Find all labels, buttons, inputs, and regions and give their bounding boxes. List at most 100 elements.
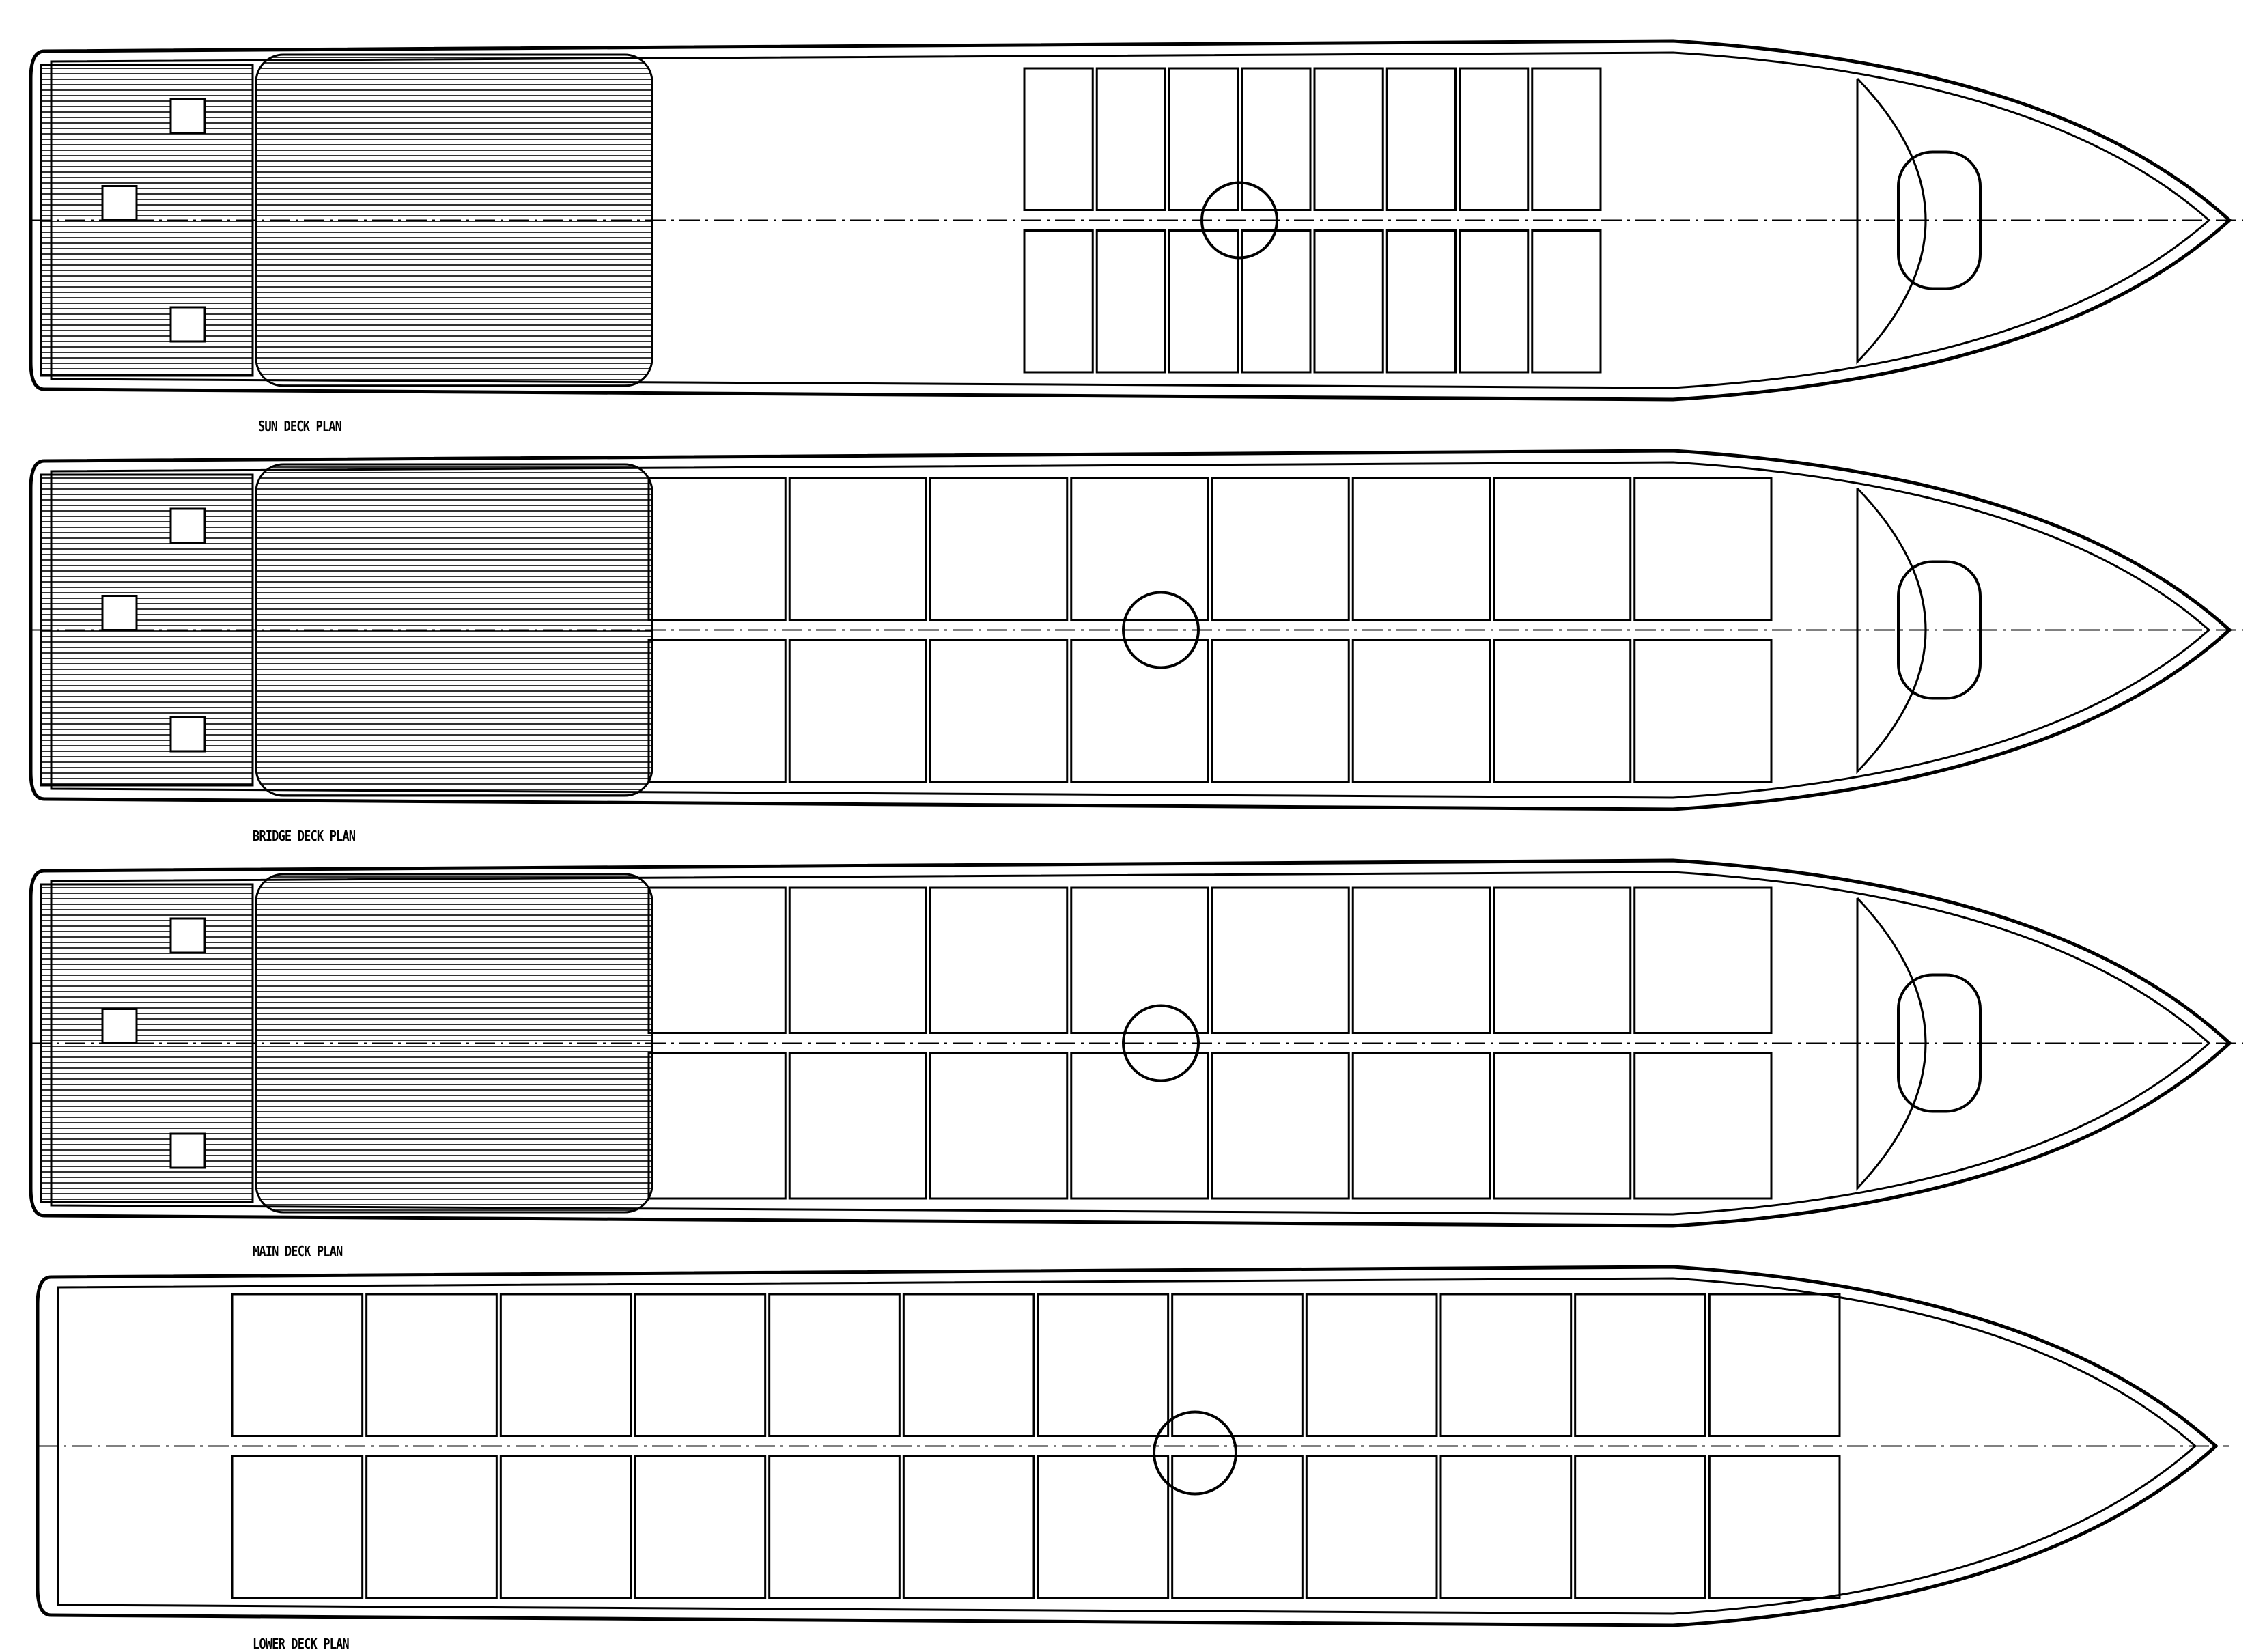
room xyxy=(929,639,1069,783)
room xyxy=(634,1293,767,1437)
room xyxy=(1313,67,1384,211)
feature-circle xyxy=(1122,1004,1200,1082)
room xyxy=(929,1052,1069,1200)
room xyxy=(1439,1455,1573,1599)
room xyxy=(929,886,1069,1034)
room xyxy=(788,886,927,1034)
hatch xyxy=(169,716,206,753)
aft-teak-deck xyxy=(40,883,254,1203)
room xyxy=(1211,477,1350,621)
foredeck xyxy=(1856,487,1927,774)
room xyxy=(634,1455,767,1599)
room xyxy=(1095,229,1166,374)
room xyxy=(1439,1293,1573,1437)
room xyxy=(788,1052,927,1200)
room xyxy=(1531,67,1602,211)
hatch xyxy=(101,185,138,221)
room xyxy=(1633,477,1773,621)
tender xyxy=(1897,973,1982,1113)
room xyxy=(1023,67,1094,211)
room xyxy=(1171,1455,1304,1599)
hull-outline xyxy=(36,1265,2219,1627)
foredeck xyxy=(1856,77,1927,365)
deck-main xyxy=(29,858,2243,1228)
spiral-stair xyxy=(1153,1410,1237,1496)
feature-circle xyxy=(1122,591,1200,669)
hatch xyxy=(101,1008,138,1044)
room xyxy=(768,1455,901,1599)
room xyxy=(1037,1455,1170,1599)
room xyxy=(499,1293,632,1437)
room xyxy=(499,1455,632,1599)
hatch xyxy=(169,306,206,343)
room xyxy=(1385,229,1457,374)
room xyxy=(1493,886,1632,1034)
room xyxy=(929,477,1069,621)
deck-label-sun: SUN DECK PLAN xyxy=(258,418,342,434)
tender xyxy=(1897,560,1982,700)
room xyxy=(902,1293,1035,1437)
room xyxy=(1633,1052,1773,1200)
room xyxy=(1211,639,1350,783)
room xyxy=(365,1293,498,1437)
deck-label-lower: LOWER DECK PLAN xyxy=(253,1636,350,1652)
feature-circle xyxy=(1200,181,1278,260)
room xyxy=(231,1293,364,1437)
teak-deck-area xyxy=(255,873,653,1214)
room xyxy=(1385,67,1457,211)
room xyxy=(1305,1293,1438,1437)
room xyxy=(1459,67,1530,211)
room xyxy=(1708,1293,1841,1437)
room xyxy=(1574,1455,1706,1599)
hatch xyxy=(169,98,206,135)
room xyxy=(1493,477,1632,621)
hatch xyxy=(169,917,206,954)
room xyxy=(788,477,927,621)
deck-bridge xyxy=(29,449,2243,811)
room xyxy=(1351,886,1491,1034)
room xyxy=(1037,1293,1170,1437)
room xyxy=(1211,886,1350,1034)
room xyxy=(1171,1293,1304,1437)
room xyxy=(1211,1052,1350,1200)
room xyxy=(231,1455,364,1599)
room xyxy=(1023,229,1094,374)
room xyxy=(1070,1052,1209,1200)
room xyxy=(1351,1052,1491,1200)
room xyxy=(1574,1293,1706,1437)
room xyxy=(1070,886,1209,1034)
room xyxy=(768,1293,901,1437)
room xyxy=(1633,886,1773,1034)
room xyxy=(647,1052,787,1200)
room xyxy=(1459,229,1530,374)
foredeck xyxy=(1856,897,1927,1191)
aft-teak-deck xyxy=(40,64,254,377)
room xyxy=(365,1455,498,1599)
room xyxy=(647,477,787,621)
room xyxy=(1531,229,1602,374)
hatch xyxy=(169,1132,206,1169)
deck-label-main: MAIN DECK PLAN xyxy=(253,1243,343,1259)
room xyxy=(1351,639,1491,783)
teak-deck-area xyxy=(255,463,653,797)
deck-label-bridge: BRIDGE DECK PLAN xyxy=(253,828,356,844)
room xyxy=(1095,67,1166,211)
room xyxy=(1070,477,1209,621)
teak-deck-area xyxy=(255,53,653,387)
hatch xyxy=(169,507,206,544)
room xyxy=(1633,639,1773,783)
room xyxy=(1313,229,1384,374)
room xyxy=(1305,1455,1438,1599)
room xyxy=(1070,639,1209,783)
hatch xyxy=(101,595,138,631)
room xyxy=(788,639,927,783)
room xyxy=(1351,477,1491,621)
room xyxy=(902,1455,1035,1599)
deck-sun xyxy=(29,39,2243,402)
room xyxy=(1493,1052,1632,1200)
room xyxy=(1493,639,1632,783)
room xyxy=(647,639,787,783)
tender xyxy=(1897,150,1982,290)
room xyxy=(1708,1455,1841,1599)
